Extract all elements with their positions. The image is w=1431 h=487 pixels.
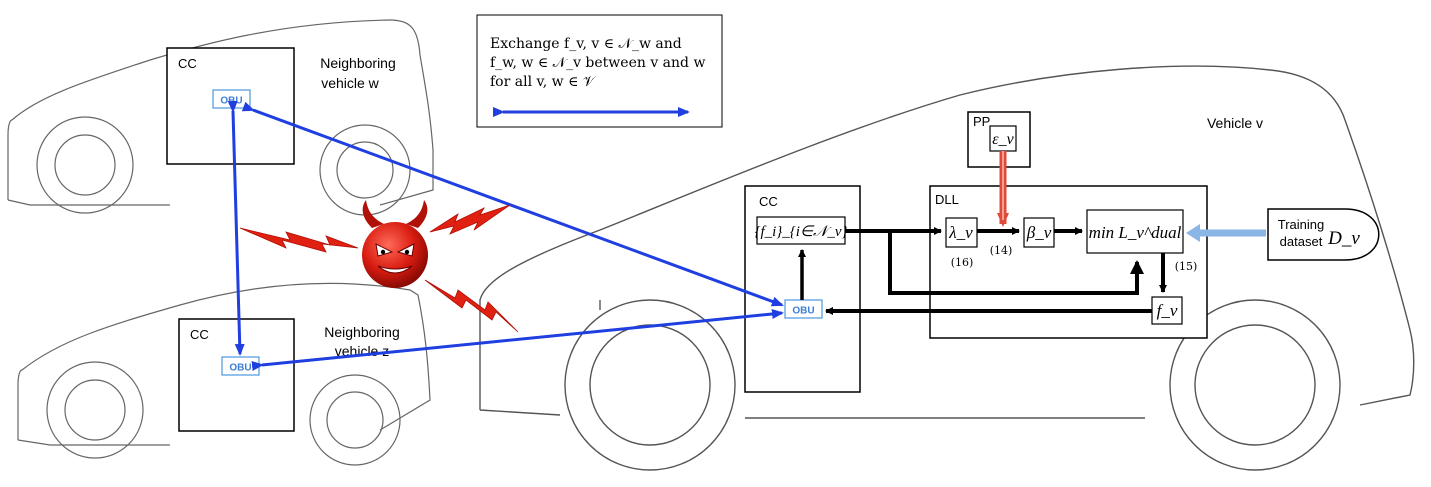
link-w-to-z: [227, 100, 245, 356]
lightning-icon-upper-right: [429, 204, 511, 235]
vehicle-w-name-line-2: vehicle w: [321, 75, 379, 91]
training-dataset-box: Training dataset D_v: [1267, 208, 1380, 261]
vehicle-v-name: Vehicle v: [1207, 115, 1263, 131]
legend-box: Exchange f_v, v ∈ 𝒩_w and f_w, w ∈ 𝒩_v b…: [476, 14, 723, 128]
neighbor-models-label: {f_i}_{i∈𝒩_v}: [754, 224, 847, 240]
devil-attacker-icon: [362, 200, 428, 288]
vehicle-z-name-line-1: Neighboring: [324, 324, 400, 340]
arrow-dataset-to-min: [1186, 224, 1266, 242]
dll-box: DLL λ_v β_v min L_v^dual f_v (16) (14) (…: [929, 185, 1208, 339]
vehicle-v-obu-label: OBU: [792, 306, 814, 317]
min-loss-label: min L_v^dual: [1089, 223, 1182, 242]
eq-16-label: (16): [951, 256, 974, 269]
lightning-icon-left: [239, 227, 359, 253]
training-line-1: Training: [1278, 217, 1324, 232]
lambda-box: [945, 217, 978, 248]
lightning-icon-lower-right: [424, 279, 519, 333]
attack-bolts: [239, 204, 519, 333]
vehicle-w-cc: CC OBU: [166, 47, 295, 165]
eq-15-label: (15): [1175, 260, 1198, 273]
epsilon-label: ε_v: [992, 131, 1014, 148]
dll-label: DLL: [935, 192, 959, 207]
dll-flow-arrows: [798, 227, 1167, 315]
privacy-protection-box: PP ε_v: [967, 111, 1031, 168]
link-w-to-v: [241, 101, 784, 307]
obu-communication-links: [227, 100, 784, 371]
training-line-2: dataset: [1280, 234, 1323, 249]
eq-14-label: (14): [990, 244, 1013, 257]
vehicle-z-cc: CC OBU: [178, 318, 295, 432]
min-loss-box: [1086, 209, 1184, 254]
legend-line-2: f_w, w ∈ 𝒩_v between v and w: [490, 55, 705, 71]
vehicle-w-name-line-1: Neighboring: [320, 55, 396, 71]
legend-line-3: for all v, w ∈ 𝒱: [490, 74, 597, 90]
vehicle-w-cc-label: CC: [178, 56, 197, 71]
vehicle-w-obu-label: OBU: [220, 96, 242, 107]
vehicle-z-cc-label: CC: [190, 327, 209, 342]
arrow-fi-to-min-loop: [888, 231, 1144, 295]
f-v-label: f_v: [1157, 301, 1178, 320]
beta-box: [1023, 217, 1055, 248]
vehicle-z-silhouette: [17, 282, 431, 466]
pp-label: PP: [973, 114, 990, 129]
vehicle-z-obu-label: OBU: [229, 363, 251, 374]
training-symbol: D_v: [1327, 228, 1360, 249]
lambda-label: λ_v: [948, 223, 973, 242]
link-z-to-v: [251, 309, 784, 371]
beta-label: β_v: [1026, 223, 1052, 242]
legend-line-1: Exchange f_v, v ∈ 𝒩_w and: [490, 36, 682, 52]
vehicle-v-cc-label: CC: [759, 194, 778, 209]
